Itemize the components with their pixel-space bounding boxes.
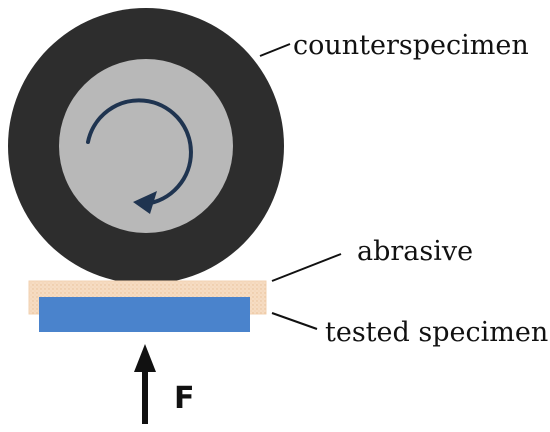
counterspecimen-inner-disk	[59, 59, 233, 233]
counterspecimen-wheel	[8, 8, 284, 284]
abrasive-label: abrasive	[357, 236, 474, 267]
tested-specimen-leader-line	[271, 312, 318, 330]
rotation-arrow-icon	[86, 98, 193, 214]
force-label: F	[174, 381, 195, 416]
tested-specimen-label: tested specimen	[325, 317, 549, 348]
force-arrow-icon	[134, 344, 156, 424]
tested-specimen-block	[39, 297, 250, 332]
abrasive-leader-line	[271, 253, 342, 282]
counterspecimen-leader-line	[259, 43, 291, 57]
counterspecimen-label: counterspecimen	[293, 30, 529, 61]
